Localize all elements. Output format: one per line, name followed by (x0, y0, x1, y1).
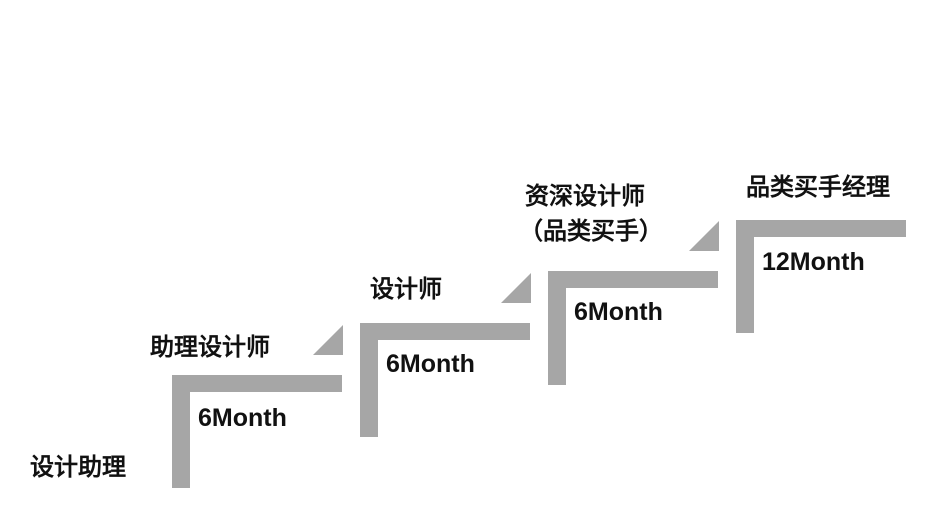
step-3-corner-arrow (689, 221, 719, 251)
level-4-duration: 6Month (574, 298, 663, 326)
step-1-riser (172, 375, 190, 488)
step-2-corner-arrow (501, 273, 531, 303)
step-2-riser (360, 323, 378, 437)
level-4-title-line2: （品类买手） (519, 216, 663, 245)
level-3-title: 设计师 (370, 275, 442, 303)
level-5-title: 品类买手经理 (746, 173, 890, 201)
step-1-tread (172, 375, 342, 392)
step-3-riser (548, 271, 566, 385)
step-4-tread (736, 220, 906, 237)
level-4-title-line1: 资深设计师 (525, 182, 645, 210)
step-3-tread (548, 271, 718, 288)
level-2-title: 助理设计师 (150, 333, 270, 361)
step-2-tread (360, 323, 530, 340)
level-1-title: 设计助理 (30, 453, 126, 481)
step-1-corner-arrow (313, 325, 343, 355)
level-2-duration: 6Month (198, 404, 287, 432)
level-4-title: 资深设计师 （品类买手） (519, 179, 663, 249)
level-5-duration: 12Month (762, 248, 865, 276)
level-3-duration: 6Month (386, 350, 475, 378)
step-4-riser (736, 220, 754, 333)
